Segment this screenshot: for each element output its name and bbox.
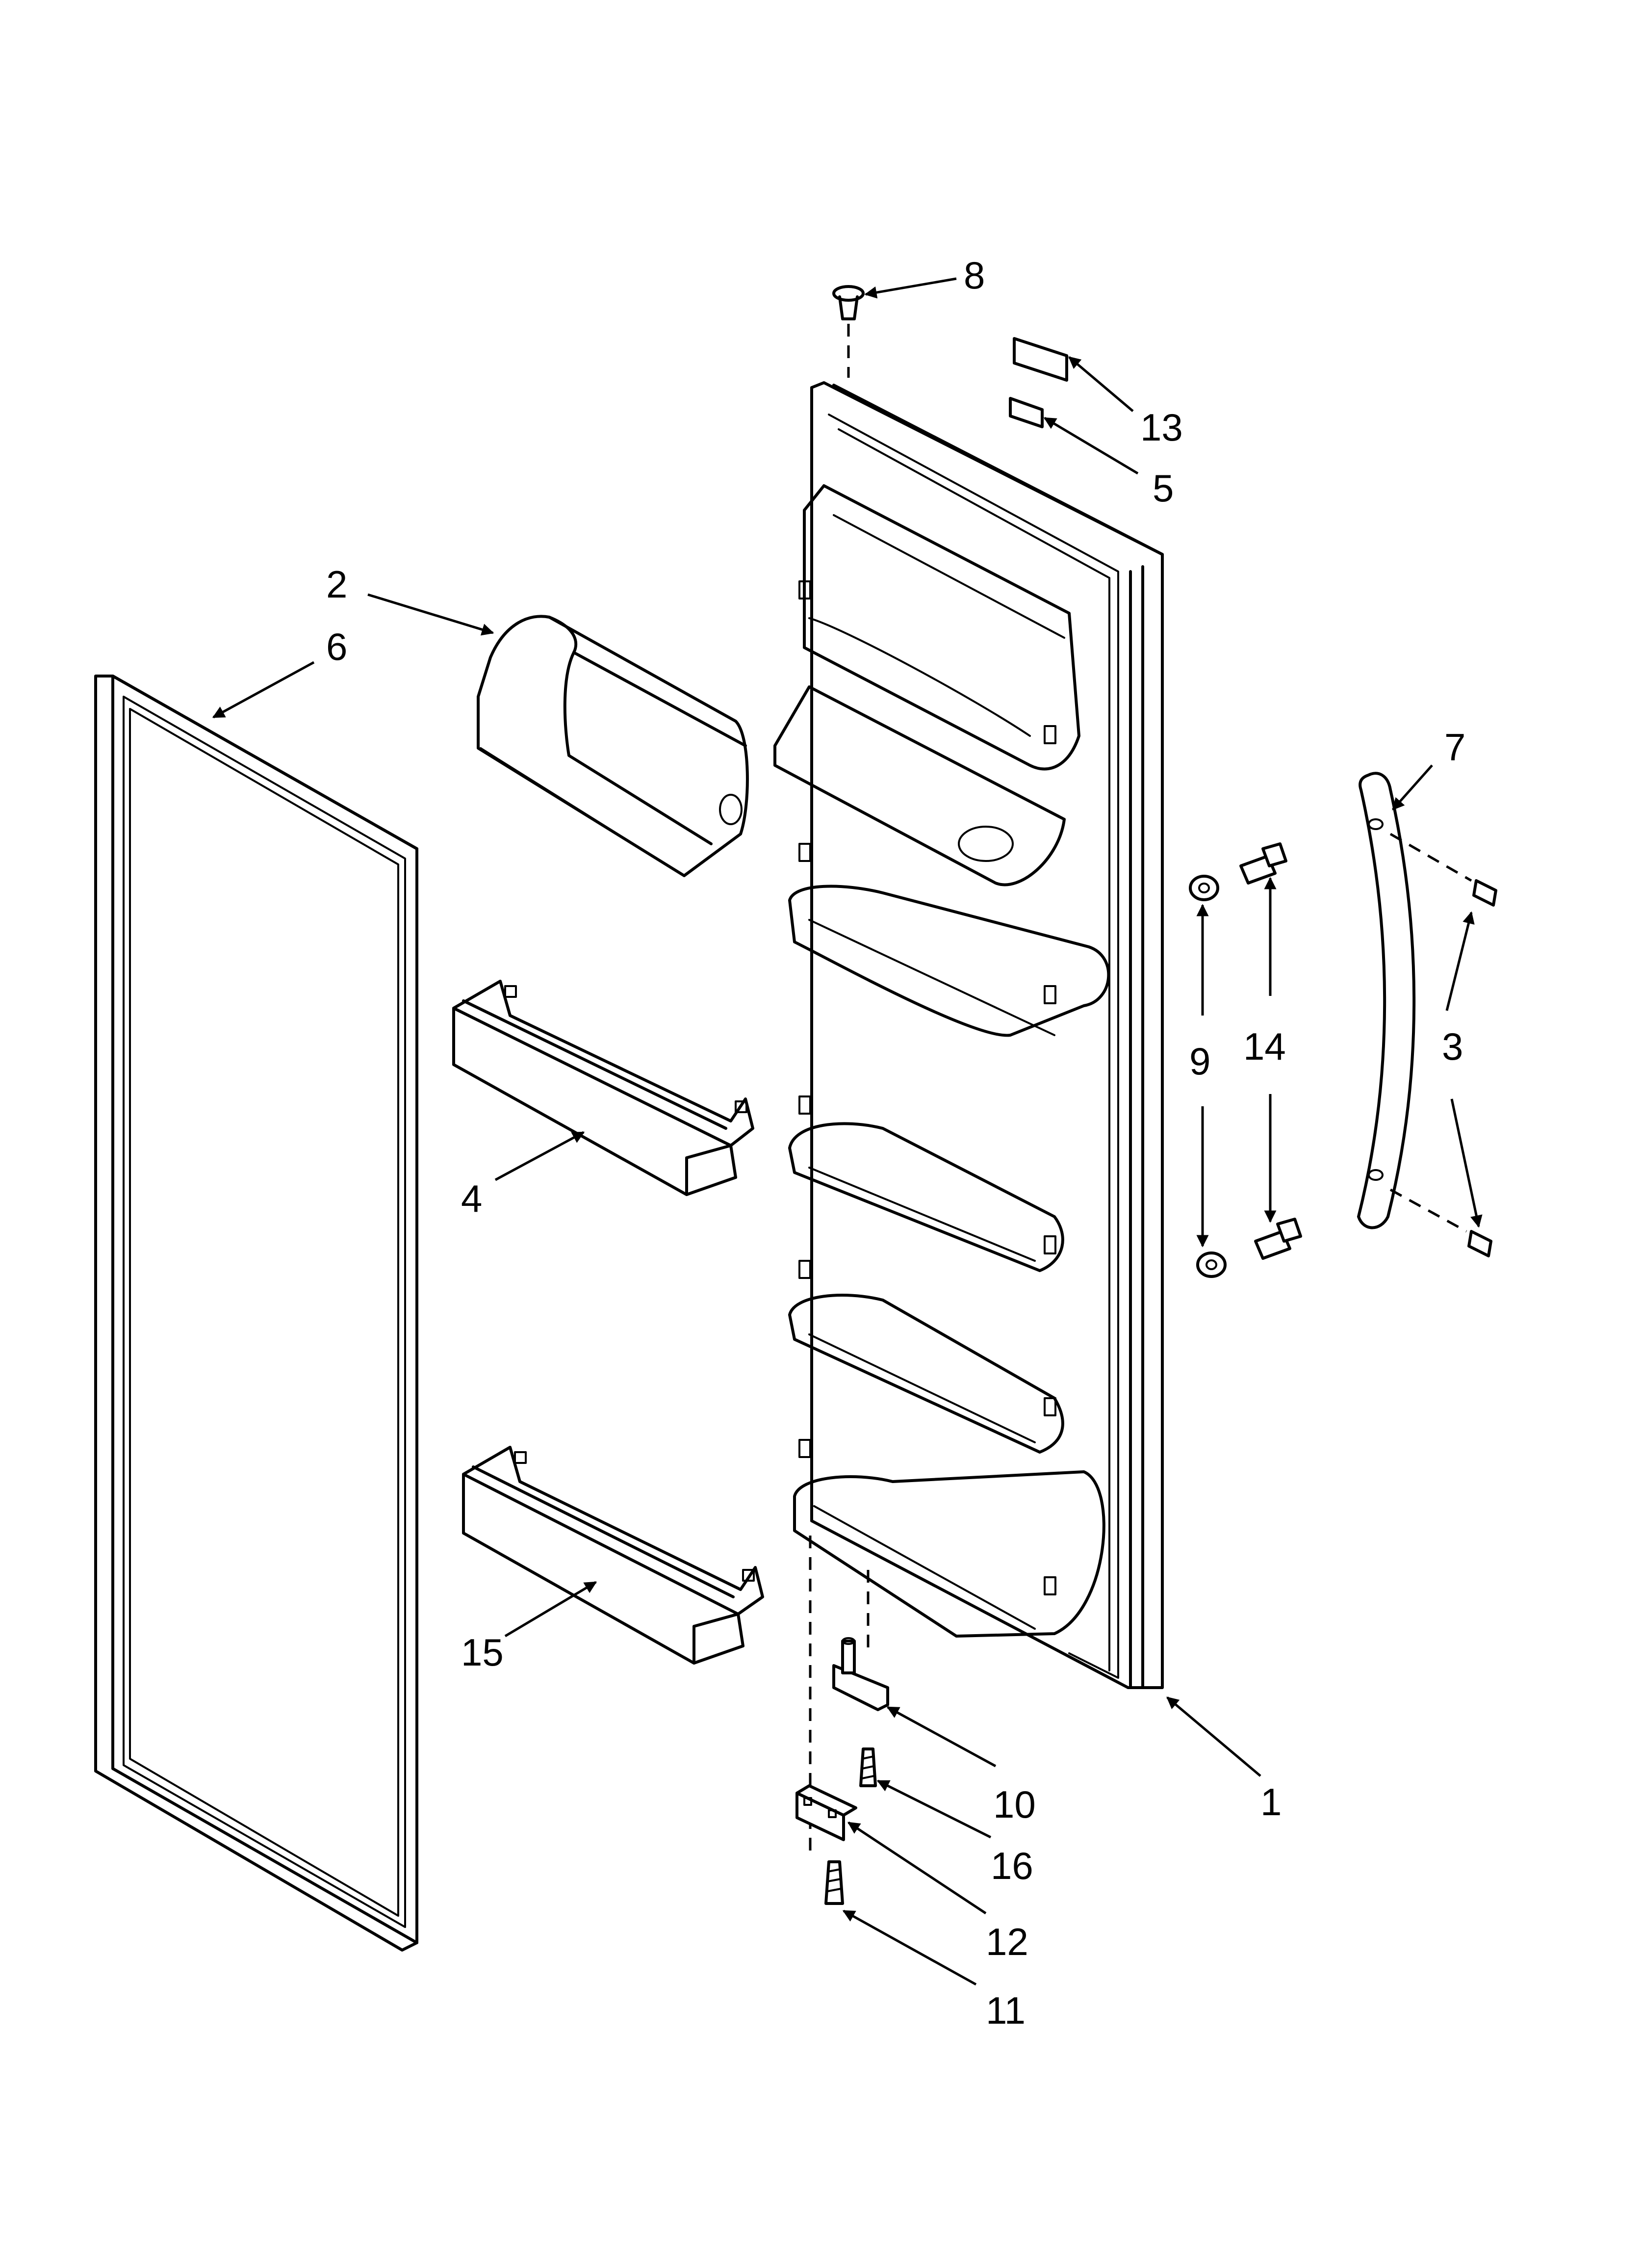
callout-4: 4 bbox=[461, 1177, 482, 1220]
callout-12: 12 bbox=[986, 1920, 1028, 1963]
callout-9: 9 bbox=[1189, 1040, 1210, 1083]
hinge-pin-part-10 bbox=[832, 1637, 889, 1711]
callout-14: 14 bbox=[1243, 1025, 1286, 1068]
door-gasket-part-6 bbox=[94, 675, 418, 1952]
handle-bottom-guide bbox=[1389, 1188, 1467, 1233]
callout-labels: 8 13 5 2 6 7 9 14 3 4 15 1 10 16 12 11 bbox=[326, 254, 1465, 2032]
callout-3: 3 bbox=[1442, 1025, 1463, 1068]
door-handle-part-7 bbox=[1357, 772, 1416, 1229]
hinge-screw-part-16 bbox=[859, 1747, 877, 1787]
label-part-13 bbox=[1013, 337, 1068, 382]
leader-lines bbox=[212, 277, 1483, 1986]
dairy-cover-part-2 bbox=[477, 615, 749, 877]
door-bin-part-15 bbox=[462, 1446, 764, 1665]
callout-11: 11 bbox=[986, 1989, 1026, 2032]
callout-15: 15 bbox=[461, 1631, 504, 1674]
callout-7: 7 bbox=[1444, 726, 1465, 769]
callout-8: 8 bbox=[964, 254, 985, 297]
handle-stud-part-14 bbox=[1239, 842, 1302, 1260]
callout-10: 10 bbox=[993, 1783, 1036, 1826]
hinge-screw-part-11 bbox=[824, 1860, 844, 1905]
label-part-5 bbox=[1009, 397, 1044, 428]
hinge-bracket-part-12 bbox=[795, 1784, 857, 1841]
callout-5: 5 bbox=[1153, 467, 1174, 510]
callout-13: 13 bbox=[1140, 406, 1183, 449]
door-bin-part-4 bbox=[452, 980, 754, 1196]
callout-1: 1 bbox=[1260, 1780, 1282, 1824]
handle-screw-part-3 bbox=[1467, 879, 1497, 1257]
callout-6: 6 bbox=[326, 625, 347, 668]
shelf-clip-icons bbox=[798, 580, 1056, 1595]
callout-2: 2 bbox=[326, 563, 347, 606]
handle-top-guide bbox=[1389, 833, 1472, 882]
callout-16: 16 bbox=[991, 1844, 1033, 1887]
door-assembly-part-1 bbox=[773, 381, 1164, 1689]
plug-part-8 bbox=[832, 285, 865, 320]
spacer-part-9 bbox=[1189, 875, 1227, 1278]
